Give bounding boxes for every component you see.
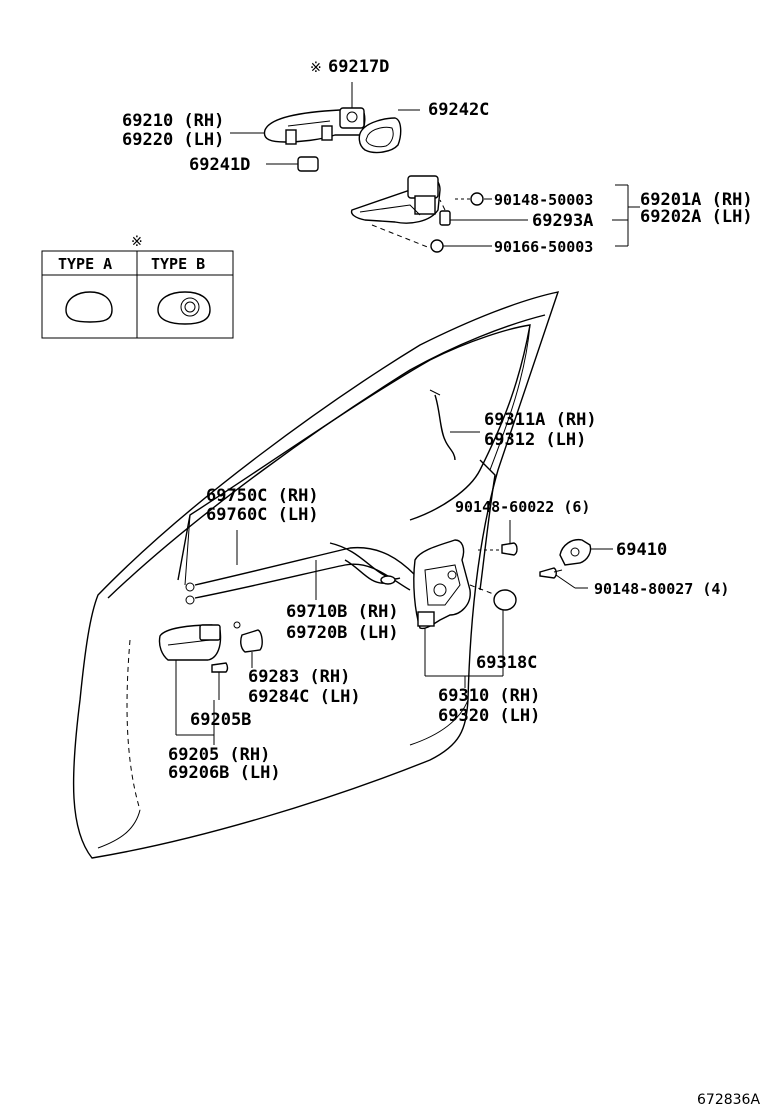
clip-69293A [439, 210, 528, 226]
label-69205: 69205 (RH) [168, 745, 270, 765]
label-69210: 69210 (RH) [122, 111, 224, 131]
label-90148-50003: 90148-50003 [494, 191, 593, 209]
screw-90148-50003 [455, 192, 492, 206]
star-mark-table: ※ [131, 234, 143, 250]
lock-rod [429, 389, 480, 461]
label-69311A: 69311A (RH) [484, 410, 597, 430]
label-69710B: 69710B (RH) [286, 602, 399, 622]
cover-69318C [493, 589, 517, 611]
outside-handle-frame [350, 175, 446, 249]
diagram-code: 672836A [697, 1092, 760, 1108]
door-lock-assembly [413, 539, 504, 688]
label-69310: 69310 (RH) [438, 686, 540, 706]
cap-69241D [266, 156, 319, 172]
striker-69410 [559, 538, 613, 566]
label-69750C: 69750C (RH) [206, 486, 319, 506]
label-69720B: 69720B (LH) [286, 623, 399, 643]
label-69284C: 69284C (LH) [248, 687, 361, 707]
screw-90148-60022 [478, 520, 518, 556]
label-69241D: 69241D [189, 155, 250, 175]
label-69283: 69283 (RH) [248, 667, 350, 687]
screw-90166-50003 [430, 239, 492, 253]
outside-handle [263, 107, 366, 145]
label-69201A: 69201A (RH) [640, 190, 753, 210]
label-69242C: 69242C [428, 100, 489, 120]
label-69320: 69320 (LH) [438, 706, 540, 726]
label-69217D: 69217D [328, 57, 389, 77]
cables [185, 530, 416, 605]
star-mark-top: ※ [310, 60, 322, 76]
pad-69242C [358, 109, 420, 154]
label-69202A: 69202A (LH) [640, 207, 753, 227]
label-69220: 69220 (LH) [122, 130, 224, 150]
screw-90148-80027 [539, 567, 588, 589]
label-69410: 69410 [616, 540, 667, 560]
label-69312: 69312 (LH) [484, 430, 586, 450]
label-69318C: 69318C [476, 653, 537, 673]
label-69206B: 69206B (LH) [168, 763, 281, 783]
type-a-label: TYPE A [58, 255, 112, 273]
label-90148-80027: 90148-80027 (4) [594, 580, 729, 598]
type-table [41, 250, 234, 339]
label-69205B: 69205B [190, 710, 251, 730]
label-90148-60022: 90148-60022 (6) [455, 498, 590, 516]
type-b-label: TYPE B [151, 255, 205, 273]
label-69293A: 69293A [532, 211, 593, 231]
cover-69283 [233, 621, 263, 668]
inside-handle [158, 624, 222, 745]
screw-69205B [211, 662, 229, 700]
label-69760C: 69760C (LH) [206, 505, 319, 525]
bracket-lines-69201A [612, 184, 640, 247]
label-90166-50003: 90166-50003 [494, 238, 593, 256]
door-outline [72, 291, 560, 859]
